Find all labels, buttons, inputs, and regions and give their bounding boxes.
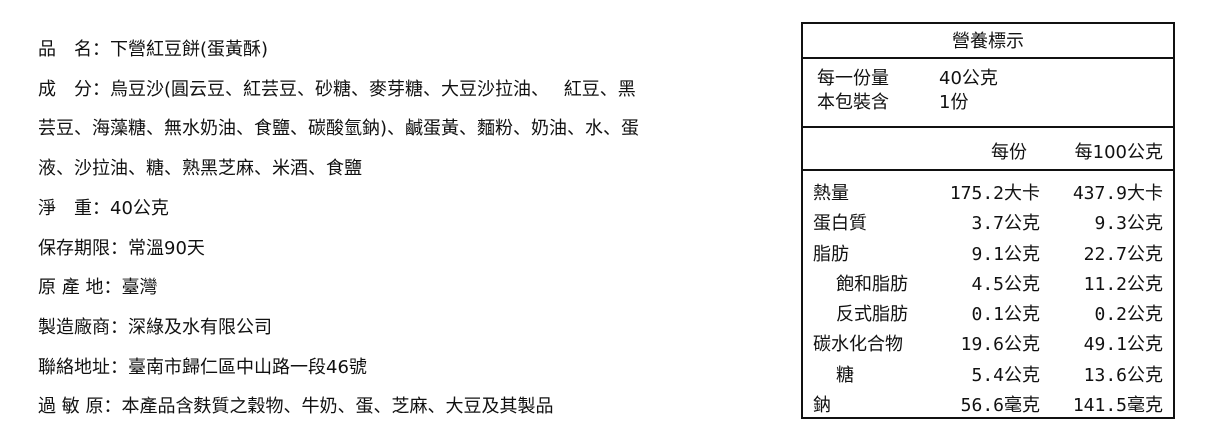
nutrient-row: 蛋白質 3.7公克 9.3公克 (803, 209, 1173, 239)
per-serving-value: 9.1公克 (971, 243, 1040, 265)
info-line: 製造廠商：深綠及水有限公司 (38, 308, 788, 348)
nutrient-row: 糖 5.4公克 13.6公克 (803, 361, 1173, 391)
per-100g-value: 13.6公克 (1083, 364, 1163, 386)
package-label: 本包裝含 (817, 92, 889, 113)
info-value: 芸豆、海藻糖、無水奶油、食鹽、碳酸氫鈉)、鹹蛋黃、麵粉、奶油、水、蛋 (38, 118, 640, 140)
info-line: 聯絡地址：臺南市歸仁區中山路一段46號 (38, 348, 788, 388)
info-line: 原 產 地：臺灣 (38, 268, 788, 308)
serving-info: 每一份量 40公克 本包裝含 1份 (803, 59, 1173, 128)
info-value: 液、沙拉油、糖、熟黑芝麻、米酒、食鹽 (38, 158, 362, 180)
nutrition-facts-table: 營養標示 每一份量 40公克 本包裝含 1份 每份 每100公克 熱量 175.2大卡… (801, 22, 1175, 419)
product-info: 品 名：下營紅豆餅(蛋黃酥)成 分：烏豆沙(圓云豆、紅芸豆、砂糖、麥芽糖、大豆沙… (38, 30, 788, 427)
info-label: 製造廠商： (38, 316, 128, 338)
per-serving-value: 5.4公克 (971, 364, 1040, 386)
info-value: 下營紅豆餅(蛋黃酥) (110, 39, 269, 60)
info-label: 淨 重： (38, 197, 110, 219)
nutrient-row: 熱量 175.2大卡 437.9大卡 (803, 179, 1173, 209)
col-per-100g: 每100公克 (1074, 142, 1163, 163)
per-serving-value: 175.2大卡 (949, 183, 1040, 204)
per-100g-value: 141.5毫克 (1072, 395, 1163, 417)
nutrient-row: 鈉 56.6毫克 141.5毫克 (803, 391, 1173, 421)
per-100g-value: 11.2公克 (1083, 273, 1163, 295)
info-line: 芸豆、海藻糖、無水奶油、食鹽、碳酸氫鈉)、鹹蛋黃、麵粉、奶油、水、蛋 (38, 109, 788, 149)
nutrient-name: 蛋白質 (813, 213, 867, 235)
info-label: 品 名： (38, 39, 110, 60)
info-value: 40公克 (110, 197, 169, 219)
info-label: 原 產 地： (38, 277, 122, 299)
per-100g-value: 9.3公克 (1094, 213, 1163, 235)
nutrition-rows: 熱量 175.2大卡 437.9大卡蛋白質 3.7公克 9.3公克脂肪 9.1公克 22.7… (803, 171, 1173, 421)
nutrient-row: 飽和脂肪 4.5公克 11.2公克 (803, 270, 1173, 300)
nutrient-name: 糖 (836, 364, 854, 386)
per-serving-value: 3.7公克 (971, 213, 1040, 235)
nutrition-title: 營養標示 (803, 24, 1173, 59)
info-value: 深綠及水有限公司 (128, 316, 272, 338)
nutrient-name: 反式脂肪 (836, 304, 908, 326)
info-value: 烏豆沙(圓云豆、紅芸豆、砂糖、麥芽糖、大豆沙拉油、 紅豆、黑 (110, 78, 636, 100)
nutrient-name: 碳水化合物 (813, 334, 903, 356)
nutrient-name: 熱量 (813, 183, 849, 204)
info-line: 保存期限：常溫90天 (38, 229, 788, 269)
per-serving-value: 0.1公克 (971, 304, 1040, 326)
info-label: 成 分： (38, 78, 110, 100)
info-line: 品 名：下營紅豆餅(蛋黃酥) (38, 30, 788, 70)
info-line: 液、沙拉油、糖、熟黑芝麻、米酒、食鹽 (38, 149, 788, 189)
per-100g-value: 437.9大卡 (1072, 183, 1163, 204)
info-value: 臺南市歸仁區中山路一段46號 (128, 356, 367, 378)
col-per-serving: 每份 (991, 142, 1027, 163)
per-serving-value: 56.6毫克 (960, 395, 1040, 417)
info-value: 臺灣 (121, 277, 158, 299)
nutrient-name: 脂肪 (813, 243, 849, 265)
info-line: 成 分：烏豆沙(圓云豆、紅芸豆、砂糖、麥芽糖、大豆沙拉油、 紅豆、黑 (38, 70, 788, 110)
per-serving-value: 19.6公克 (960, 334, 1040, 356)
nutrient-name: 飽和脂肪 (836, 273, 908, 295)
nutrient-row: 反式脂肪 0.1公克 0.2公克 (803, 300, 1173, 330)
column-header: 每份 每100公克 (803, 128, 1173, 171)
per-100g-value: 22.7公克 (1083, 243, 1163, 265)
per-100g-value: 0.2公克 (1094, 304, 1163, 326)
info-line: 過 敏 原：本產品含麩質之穀物、牛奶、蛋、芝麻、大豆及其製品 (38, 387, 788, 427)
info-value: 本產品含麩質之穀物、牛奶、蛋、芝麻、大豆及其製品 (121, 396, 554, 418)
per-100g-value: 49.1公克 (1083, 334, 1163, 356)
info-value: 常溫90天 (128, 237, 205, 259)
per-serving-value: 4.5公克 (971, 273, 1040, 295)
info-label: 過 敏 原： (38, 396, 122, 418)
nutrient-row: 碳水化合物 19.6公克 49.1公克 (803, 330, 1173, 360)
serving-value: 40公克 (939, 68, 998, 89)
package-value: 1份 (939, 92, 969, 113)
info-line: 淨 重：40公克 (38, 189, 788, 229)
info-label: 保存期限： (38, 237, 128, 259)
nutrient-name: 鈉 (813, 395, 831, 417)
info-label: 聯絡地址： (38, 356, 128, 378)
nutrient-row: 脂肪 9.1公克 22.7公克 (803, 240, 1173, 270)
serving-label: 每一份量 (817, 68, 889, 89)
